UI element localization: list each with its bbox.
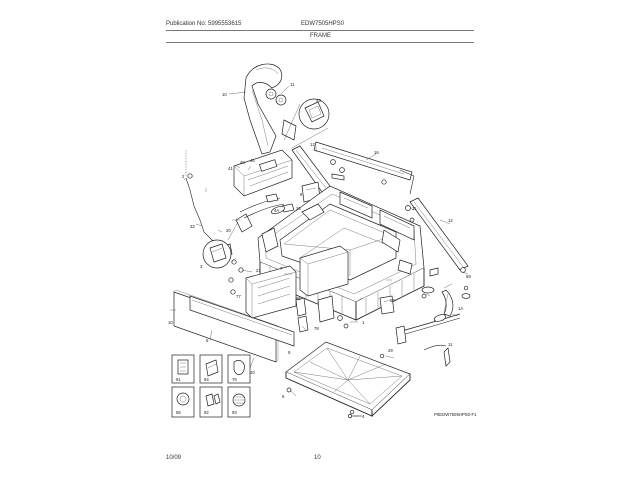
toe-kick-panel <box>173 289 295 363</box>
label-2-upper: 2 <box>182 174 185 179</box>
screw-bottom <box>348 414 362 418</box>
label-40: 40 <box>240 160 245 165</box>
label-33: 33 <box>190 224 195 229</box>
model-number: EDW7505HPS0 <box>301 21 345 27</box>
label-7: 7 <box>280 266 283 271</box>
footer-date: 10/09 <box>166 455 182 461</box>
top-rail <box>313 141 415 195</box>
label-5: 5 <box>206 338 209 343</box>
spring-arm <box>409 197 469 273</box>
drawing-code: P0EDW7505HPS0-F1 <box>434 412 477 417</box>
label-46: 46 <box>250 158 255 163</box>
rear-leg-bracket <box>423 344 451 367</box>
small-fasteners-top <box>187 159 415 223</box>
header-rule-top <box>166 30 474 31</box>
label-11-upper: 11 <box>290 82 295 87</box>
label-1-right: 1 <box>362 320 365 325</box>
label-57: 57 <box>390 298 395 303</box>
center-support <box>299 245 349 329</box>
detail-callout <box>283 98 330 149</box>
right-side-parts <box>379 267 471 345</box>
label-56: 56 <box>176 410 181 415</box>
drain-tube <box>185 150 223 245</box>
label-4a: 4A <box>274 208 279 213</box>
label-10-left: 10 <box>168 320 173 325</box>
parts-inset-boxes <box>171 354 251 418</box>
label-11-right: 11 <box>412 206 417 211</box>
label-26: 26 <box>296 206 301 211</box>
label-10-upper: 10 <box>222 92 227 97</box>
label-8: 8 <box>300 192 303 197</box>
label-21: 21 <box>256 268 261 273</box>
label-9: 9 <box>288 350 291 355</box>
header-rule-bottom <box>166 42 474 43</box>
label-96: 96 <box>296 296 301 301</box>
label-78: 78 <box>314 326 319 331</box>
label-41: 41 <box>228 166 233 171</box>
section-title: FRAME <box>310 33 331 39</box>
label-1a: 1A <box>458 306 463 311</box>
label-92: 92 <box>204 410 209 415</box>
publication-number: Publication No: 5995553615 <box>166 21 242 27</box>
footer-page-number: 10 <box>314 455 321 461</box>
lower-bracket <box>245 265 309 333</box>
label-93: 93 <box>232 410 237 415</box>
base-pan <box>285 341 411 418</box>
label-4: 4 <box>362 414 365 419</box>
hinge-arm <box>243 63 297 155</box>
part-number-labels: 10 11 43 12 16 40 41 46 2 33 11 12 3 20 … <box>168 82 477 419</box>
label-76: 76 <box>232 377 237 382</box>
switch-detail-callout <box>202 221 239 269</box>
label-10-lower: 10 <box>250 370 255 375</box>
label-59: 59 <box>466 274 471 279</box>
label-91: 91 <box>176 377 181 382</box>
leader-lines <box>170 85 469 417</box>
label-20: 20 <box>226 228 231 233</box>
label-94: 94 <box>204 377 209 382</box>
label-16: 16 <box>374 150 379 155</box>
label-12-right: 12 <box>448 218 453 223</box>
label-29: 29 <box>388 348 393 353</box>
label-3: 3 <box>200 264 203 269</box>
linkage-wires <box>239 193 295 219</box>
label-43: 43 <box>316 98 321 103</box>
label-77: 77 <box>236 294 241 299</box>
control-housing <box>233 149 293 197</box>
label-12-upper: 12 <box>310 142 315 147</box>
label-11-lower: 11 <box>448 342 453 347</box>
label-6: 6 <box>282 394 285 399</box>
